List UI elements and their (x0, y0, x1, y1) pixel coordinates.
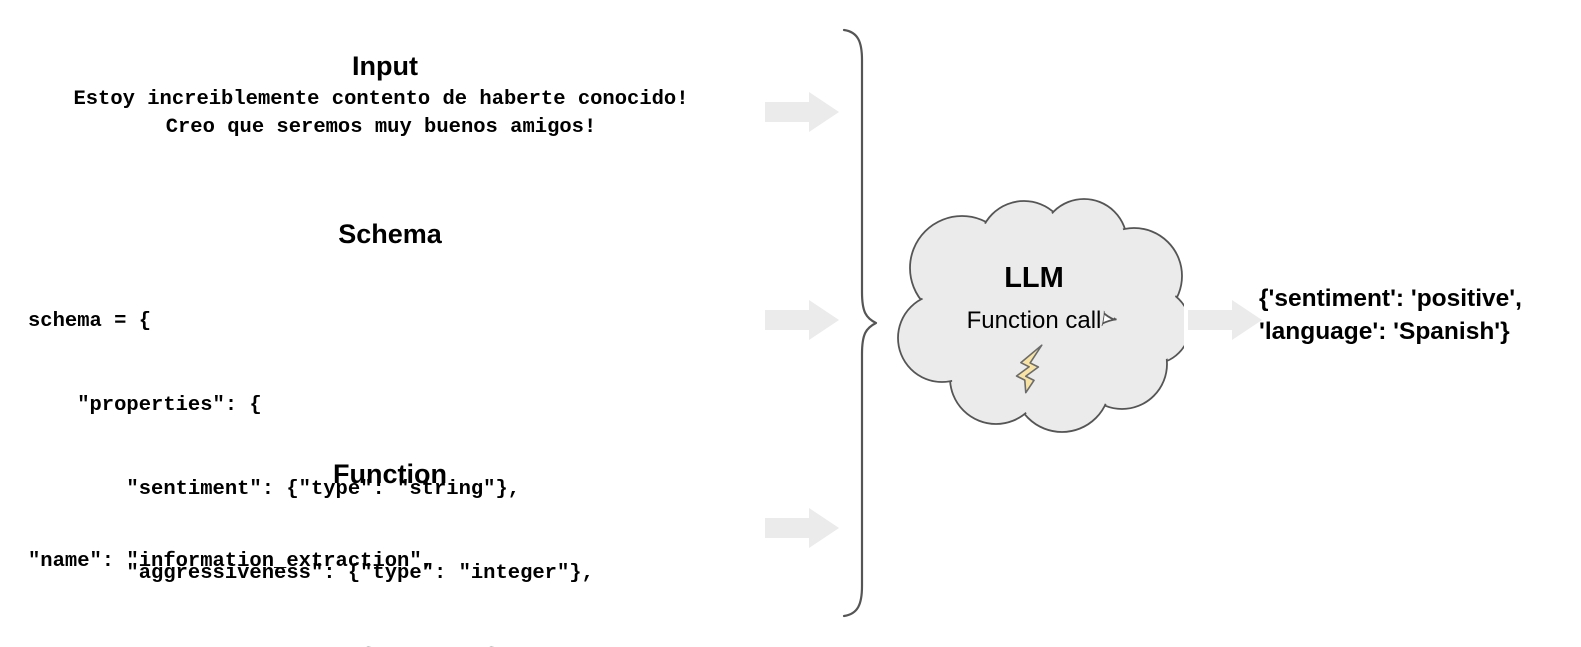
output-arrow-icon (1188, 300, 1262, 340)
schema-code-line: "properties": { (28, 394, 262, 417)
llm-subtitle: Function call (966, 307, 1102, 334)
input-text-line-2: Creo que seremos muy buenos amigos! (165, 116, 597, 139)
function-code-line: "name": "information_extraction", (28, 550, 434, 573)
right-curly-brace-icon (838, 26, 882, 620)
lightning-bolt-icon (1006, 340, 1062, 401)
function-heading: Function (333, 459, 447, 489)
function-code-block: "name": "information_extraction", "descr… (28, 492, 717, 647)
output-line: {'sentiment': 'positive', (1259, 285, 1522, 312)
schema-code-line: "sentiment": {"type": "string"}, (28, 478, 521, 501)
schema-code-line: "aggressiveness": {"type": "integer"}, (28, 562, 594, 585)
input-heading: Input (352, 51, 418, 81)
output-block: {'sentiment': 'positive', 'language': 'S… (1259, 282, 1579, 348)
schema-code-block: schema = { "properties": { "sentiment": … (28, 252, 594, 647)
schema-arrow-icon (765, 300, 839, 340)
function-arrow-icon (765, 508, 839, 548)
output-line: 'language': 'Spanish'} (1259, 318, 1510, 345)
llm-title: LLM (1004, 262, 1064, 294)
input-text-line-1: Estoy increiblemente contento de haberte… (73, 88, 689, 111)
schema-code-line: schema = { (28, 310, 152, 333)
input-arrow-icon (765, 92, 839, 132)
llm-cloud-shape (884, 198, 1184, 438)
schema-heading: Schema (338, 219, 442, 249)
